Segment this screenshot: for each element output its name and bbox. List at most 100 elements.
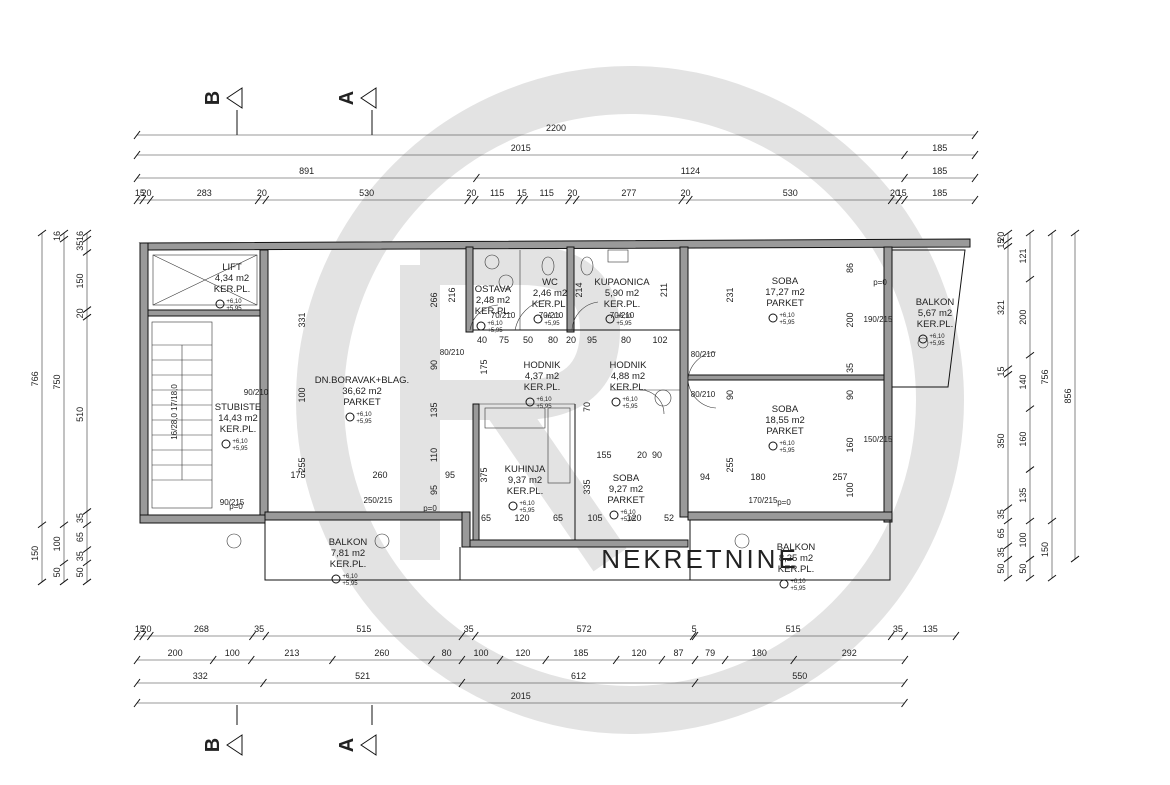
interior-dimension: 175 — [290, 470, 305, 480]
dimension-tick — [901, 195, 908, 205]
room-name: STUBISTE — [215, 402, 261, 413]
wall-east — [883, 246, 893, 523]
level-mark-icon — [779, 579, 789, 589]
dimension-tick — [82, 559, 92, 567]
dimension-tick — [685, 195, 693, 205]
dimension-tick — [262, 631, 270, 641]
door-label: 90/210 — [244, 388, 269, 397]
dimension-value: 100 — [473, 648, 488, 658]
dimension-tick — [901, 698, 908, 708]
wall-kitchen-west-end — [461, 511, 471, 548]
level-mark-icon — [611, 397, 621, 407]
interior-dimension: 95 — [429, 485, 439, 495]
dimension-tick — [209, 655, 217, 665]
interior-dimension: 80 — [621, 335, 631, 345]
door-label: 170/215 — [749, 496, 778, 505]
dimension-tick — [249, 631, 256, 641]
door-label: 70/210 — [610, 311, 635, 320]
level-top: +6,10 — [487, 321, 503, 327]
door-label: 250/215 — [364, 496, 393, 505]
room-area: 9,37 m2 — [508, 475, 542, 486]
dimension-tick — [496, 655, 504, 665]
dimension-value: 20 — [996, 232, 1006, 242]
interior-dimension: 50 — [523, 335, 533, 345]
dimension-value: 20 — [890, 188, 900, 198]
dimension-tick — [146, 631, 154, 641]
dimension-value: 35 — [75, 513, 85, 523]
dimension-value: 260 — [374, 648, 389, 658]
interior-dimension: 86 — [845, 263, 855, 273]
walls: 16/28,0 17/18,0 — [138, 238, 971, 581]
interior-dimension: 255 — [725, 457, 735, 472]
door-label: 80/210 — [691, 350, 716, 359]
toilet-icon — [580, 256, 594, 276]
interior-dimension: 180 — [750, 472, 765, 482]
dimension-value: 510 — [75, 407, 85, 422]
dimension-tick — [139, 631, 147, 641]
level-bottom: +5,95 — [929, 341, 945, 347]
level-mark-icon — [605, 314, 615, 324]
room-name: LIFT — [222, 262, 242, 273]
wall-stairs-living — [259, 249, 269, 516]
dimension-value: 20 — [567, 188, 577, 198]
wall-south-east — [687, 511, 893, 521]
interior-dimension: 200 — [845, 312, 855, 327]
dimension-tick — [901, 150, 908, 160]
wall-sobe — [687, 374, 889, 381]
interior-dimension: 35 — [845, 363, 855, 373]
dimension-value: 515 — [786, 624, 801, 634]
section-label-b-top: B — [202, 91, 224, 105]
interior-dimension: 65 — [481, 513, 491, 523]
room-area: 18,55 m2 — [765, 415, 805, 426]
section-label-a-top: A — [336, 91, 358, 105]
light-fixture-icon — [226, 533, 242, 549]
dimension-tick — [82, 229, 92, 237]
dimension-value: 15 — [996, 366, 1006, 376]
interior-dimension: 120 — [626, 513, 641, 523]
level-mark-icon — [533, 314, 543, 324]
interior-dimension: 155 — [596, 450, 611, 460]
dimension-tick — [971, 195, 979, 205]
dimension-value: 79 — [705, 648, 715, 658]
level-mark-icon — [768, 441, 778, 451]
room-area: 5,90 m2 — [605, 288, 639, 299]
dimension-value: 268 — [194, 624, 209, 634]
room-name: SOBA — [613, 473, 640, 484]
level-bottom: +5,95 — [622, 404, 638, 410]
room-floor: KER.PL. — [610, 382, 646, 393]
dimension-tick — [1003, 370, 1013, 378]
interior-dimension: 257 — [832, 472, 847, 482]
dimension-value: 5 — [692, 624, 697, 634]
dimension-tick — [901, 173, 908, 183]
interior-dimension: 20 — [566, 335, 576, 345]
dimension-value: 80 — [442, 648, 452, 658]
dimension-value: 50 — [52, 567, 62, 577]
dimension-tick — [521, 195, 529, 205]
dimension-value: 530 — [783, 188, 798, 198]
wall-south-living — [264, 511, 471, 521]
level-bottom: +5,95 — [790, 586, 806, 592]
dimension-value: 15 — [897, 188, 907, 198]
room-name: SOBA — [772, 276, 799, 287]
interior-dimension: 175 — [479, 359, 489, 374]
wall-ostava-west — [465, 246, 474, 333]
dimension-tick — [59, 578, 69, 586]
dimension-tick — [887, 195, 895, 205]
level-top: +6,10 — [929, 334, 945, 340]
dimension-value: 20 — [257, 188, 267, 198]
dimension-value: 20 — [466, 188, 476, 198]
interior-dimension: 255 — [297, 457, 307, 472]
dimension-tick — [565, 195, 572, 205]
interior-dimension: 105 — [587, 513, 602, 523]
dimension-value: 120 — [632, 648, 647, 658]
door-label: 80/210 — [691, 390, 716, 399]
dimension-tick — [971, 150, 979, 160]
dimension-value: 50 — [1018, 564, 1028, 574]
dimension-value: 35 — [254, 624, 264, 634]
